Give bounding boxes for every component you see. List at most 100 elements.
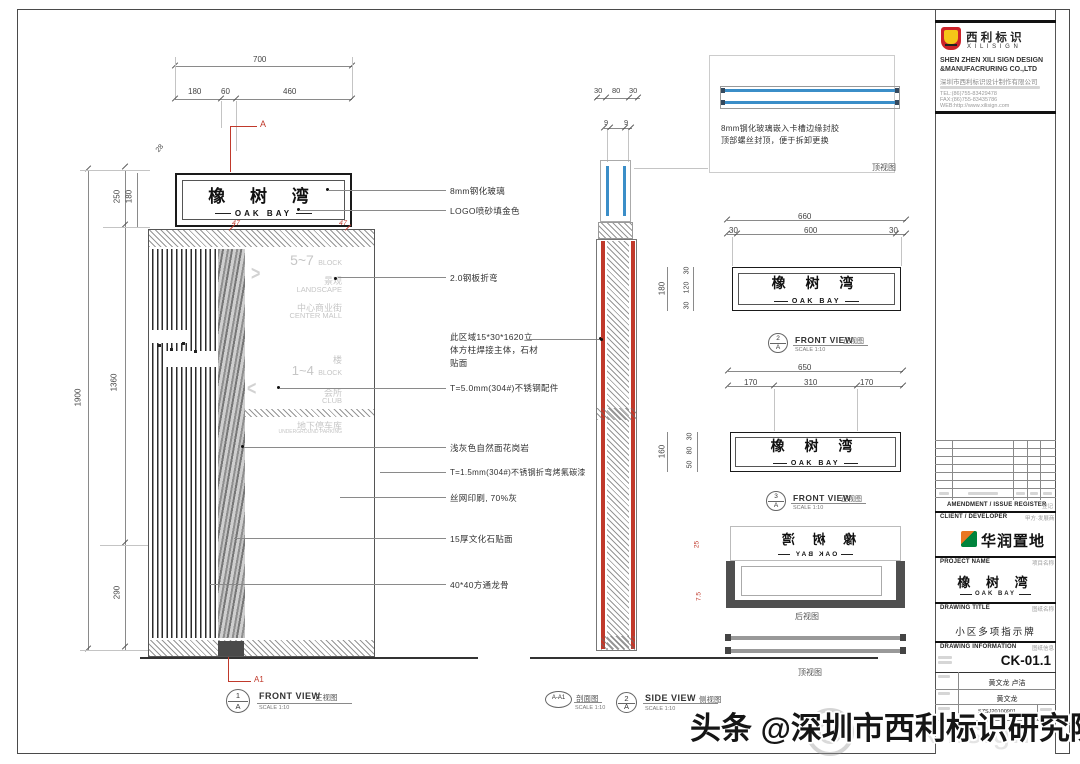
view2-title-cn: 侧视图 — [699, 695, 722, 704]
detail2-title-cn: 正视图 — [843, 338, 864, 345]
table-header-blur — [1016, 492, 1025, 495]
slat-gap — [152, 330, 190, 343]
dim-160: 160 — [657, 444, 667, 459]
dim-30: 30 — [629, 86, 638, 95]
sign-inner-frame — [182, 180, 345, 220]
detail2-title: FRONT VIEW — [795, 335, 854, 345]
callout-ss-fitting: T=5.0mm(304#)不锈钢配件 — [450, 383, 559, 393]
project-header-cn: 项目名称 — [1032, 561, 1055, 567]
project-sign-cn: 橡 树 湾 — [957, 575, 1034, 590]
section-title-cn: 剖面图 — [576, 694, 599, 703]
rear-sign-cn: 橡 树 湾 — [774, 532, 857, 547]
chevron-left-icon: < — [247, 378, 257, 400]
leader-line — [527, 339, 599, 340]
badge-number: 2 — [776, 335, 780, 342]
dim-310: 310 — [804, 378, 818, 387]
glass-detail-pane — [725, 89, 895, 92]
table-line — [935, 689, 1056, 690]
view2-scale: SCALE 1:10 — [645, 706, 676, 712]
dim-25: 25 — [693, 540, 701, 549]
column-outline — [596, 239, 637, 651]
table-header-blur — [1043, 492, 1052, 495]
meta-label-blur — [1040, 708, 1052, 711]
ext-line — [607, 130, 608, 162]
table-line — [935, 497, 1056, 498]
view1-badge: 1 A — [226, 689, 250, 713]
watermark-main-text: 头条 @深圳市西利标识研究院 — [690, 711, 1080, 746]
dim-30: 30 — [594, 86, 603, 95]
ground-line — [530, 657, 878, 659]
company-name-cn: 深圳市西利标识设计制作有限公司 — [940, 79, 1038, 86]
dim-line — [667, 267, 668, 311]
dir-row-club-cn: 会所 — [323, 388, 342, 398]
table-line — [935, 472, 1056, 473]
label-underline — [574, 702, 602, 703]
register-header: AMENDMENT / ISSUE REGISTER — [947, 502, 1047, 508]
callout-logo: LOGO喷砂填金色 — [450, 206, 520, 216]
dim-180: 180 — [657, 281, 667, 296]
dim-1900: 1900 — [73, 388, 83, 407]
dash-decor — [296, 213, 313, 214]
glass-detail-label: 顶视图 — [872, 163, 896, 172]
dash-decor — [841, 554, 854, 555]
dim-line — [88, 170, 89, 650]
info-label-blur — [938, 656, 952, 659]
rear-sign-en: OAK BAY — [731, 551, 900, 558]
section-marker-a1: A1 — [254, 675, 264, 684]
detail3-title: FRONT VIEW — [793, 493, 852, 503]
detail3-badge: 3 A — [766, 491, 786, 511]
glass-detail-box — [709, 55, 895, 173]
separator-hatch-band — [245, 409, 374, 417]
badge-text: A-A1 — [551, 695, 566, 701]
dim-line — [728, 371, 903, 372]
rear-frame-left — [726, 561, 735, 608]
dim-60: 60 — [221, 87, 230, 96]
section-marker-line — [230, 126, 257, 127]
leader-line — [338, 277, 446, 278]
dash-decor — [777, 554, 790, 555]
badge-divider — [770, 343, 786, 344]
ext-line — [103, 227, 150, 228]
dim-80: 80 — [612, 86, 621, 95]
topview-bar-cap — [725, 647, 731, 654]
sign-text-en: OAK BAY — [177, 209, 350, 218]
dim-line — [604, 128, 632, 129]
callout-culture-stone: 15厚文化石贴面 — [450, 534, 513, 544]
table-line — [1037, 704, 1038, 720]
xili-logo-cn: 西 利 标 识 — [966, 32, 1022, 44]
dim-line — [727, 220, 906, 221]
drawing-title-value: 小区多项指示牌 — [955, 627, 1036, 638]
pane-cap — [895, 100, 899, 105]
dim-7-5: 7.5 — [695, 591, 703, 602]
table-header-blur — [968, 492, 998, 495]
address-blur — [940, 86, 1040, 89]
glass-pane — [623, 166, 626, 216]
badge-divider — [228, 701, 248, 702]
project-header: PROJECT NAME — [940, 559, 991, 565]
sign-inner-frame — [735, 437, 896, 467]
block-rule — [935, 641, 1056, 643]
dim-290: 290 — [112, 585, 122, 600]
client-header: CLIENT / DEVELOPER — [940, 514, 1008, 520]
label-underline — [257, 703, 352, 704]
glass-top-panel — [600, 160, 631, 222]
ext-line — [80, 650, 150, 651]
ext-line — [80, 170, 150, 171]
view1-scale: SCALE 1:10 — [259, 705, 290, 711]
table-line — [935, 704, 1056, 705]
badge-letter: A — [235, 702, 241, 711]
front-sign-panel: 橡 树 湾 OAK BAY — [175, 173, 352, 227]
leader-dot — [297, 208, 300, 211]
label-underline — [793, 345, 868, 346]
company-tel: TEL:(86)755-83429478 — [940, 91, 997, 97]
glass-detail-note-2: 顶部螺丝封顶，便于拆卸更换 — [721, 136, 829, 145]
section-badge: A-A1 — [545, 691, 572, 708]
dim-170: 170 — [744, 378, 758, 387]
leader-line — [634, 168, 708, 169]
dash-decor — [959, 593, 972, 595]
project-sign-en: OAK BAY — [935, 591, 1056, 597]
pane-cap — [895, 88, 899, 93]
glass-pane — [606, 166, 609, 216]
sign-text-cn: 橡 树 湾 — [770, 438, 861, 454]
table-line — [935, 488, 1056, 489]
